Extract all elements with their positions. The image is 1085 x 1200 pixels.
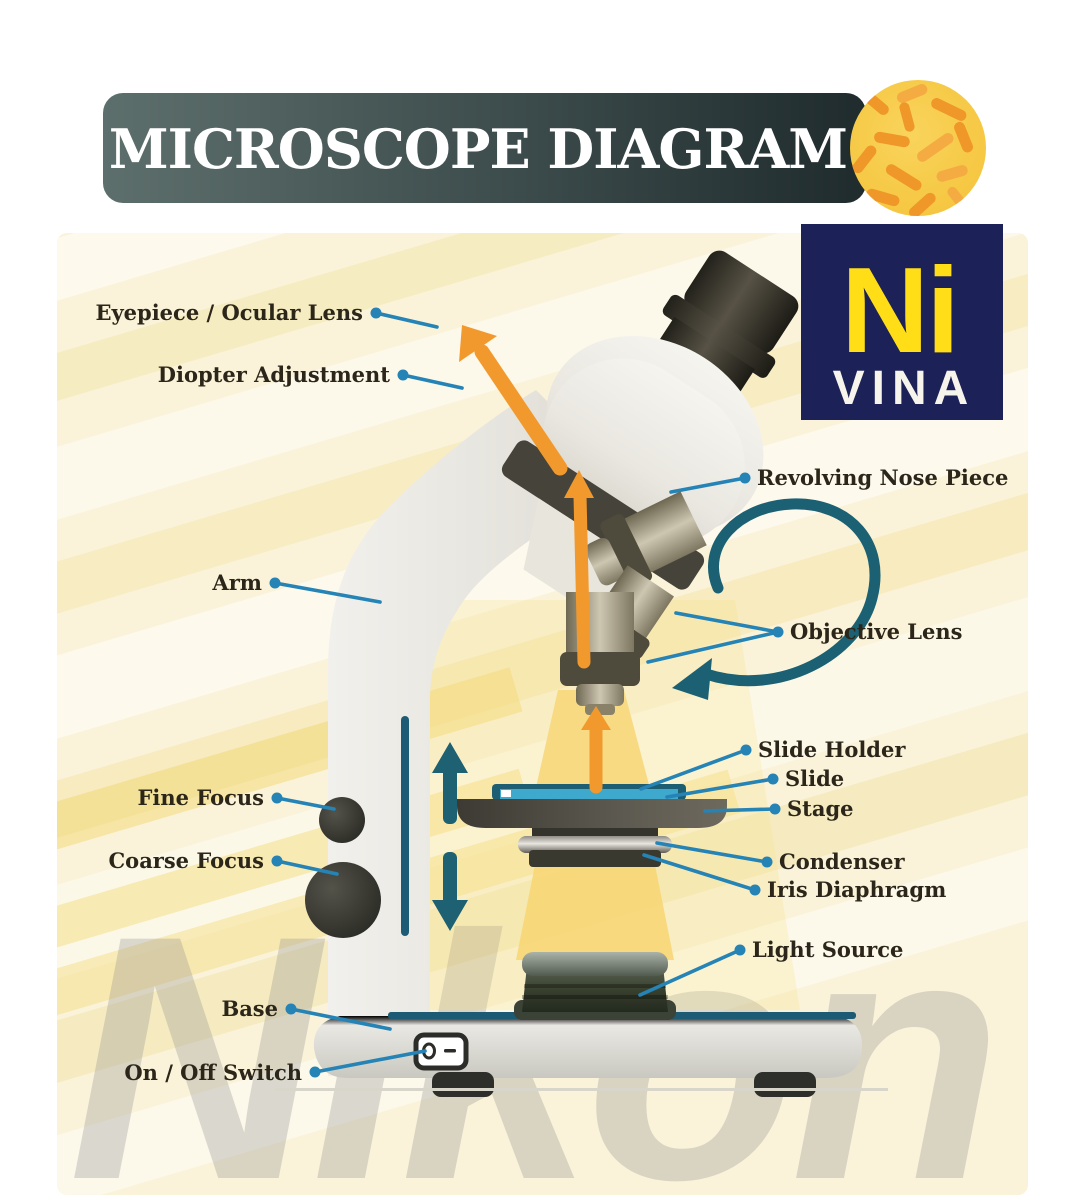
- label-iris: Iris Diaphragm: [767, 877, 946, 902]
- page-title: MICROSCOPE DIAGRAM: [109, 117, 847, 181]
- base-foot-right: [754, 1072, 816, 1097]
- brand-logo-ni: Ni: [841, 242, 957, 378]
- label-eyepiece: Eyepiece / Ocular Lens: [95, 300, 363, 325]
- label-fine-focus: Fine Focus: [138, 785, 264, 810]
- rotation-arrow: [672, 498, 881, 700]
- label-slide-holder: Slide Holder: [758, 737, 906, 762]
- label-arm: Arm: [211, 570, 262, 595]
- beam-condenser-lamp: [516, 860, 674, 960]
- light-source-lamp: [514, 952, 676, 1020]
- ground-line: [275, 1088, 888, 1091]
- slide-glass: [500, 789, 678, 799]
- slide-chip: [501, 790, 511, 797]
- brand-logo-vina: VINA: [833, 362, 976, 415]
- leader-lines: [269, 307, 784, 1078]
- label-diopter: Diopter Adjustment: [158, 362, 391, 387]
- base-assembly: [275, 1012, 888, 1097]
- base-body: [313, 1016, 862, 1078]
- label-switch: On / Off Switch: [124, 1060, 302, 1085]
- bacteria-illustration: [850, 80, 986, 216]
- stage-slab: [456, 799, 727, 828]
- title-banner: MICROSCOPE DIAGRAM: [103, 93, 866, 203]
- focus-rail: [401, 716, 409, 936]
- part-labels: Eyepiece / Ocular Lens Diopter Adjustmen…: [95, 300, 1008, 1085]
- down-arrow-icon: [432, 852, 468, 931]
- label-condenser: Condenser: [779, 849, 905, 874]
- objective-right: [585, 491, 707, 589]
- condenser-band: [518, 836, 672, 853]
- base-foot-left: [432, 1072, 494, 1097]
- eyepiece-ring: [662, 294, 776, 378]
- fine-focus-knob: [319, 797, 365, 843]
- label-nosepiece: Revolving Nose Piece: [757, 465, 1008, 490]
- label-stage: Stage: [787, 796, 854, 821]
- iris-diaphragm-part: [529, 850, 661, 867]
- light-path-arrows: [459, 325, 611, 794]
- label-coarse-focus: Coarse Focus: [108, 848, 264, 873]
- label-light-source: Light Source: [752, 937, 903, 962]
- label-objective: Objective Lens: [790, 619, 963, 644]
- stage-assembly: [456, 784, 727, 867]
- up-arrow-icon: [432, 742, 468, 824]
- label-slide: Slide: [785, 766, 844, 791]
- focus-motion-indicators: [401, 716, 468, 936]
- label-base: Base: [221, 996, 278, 1021]
- brand-logo: Ni VINA: [801, 224, 1003, 420]
- eyepiece-cap: [684, 250, 799, 354]
- coarse-focus-knob: [305, 862, 381, 938]
